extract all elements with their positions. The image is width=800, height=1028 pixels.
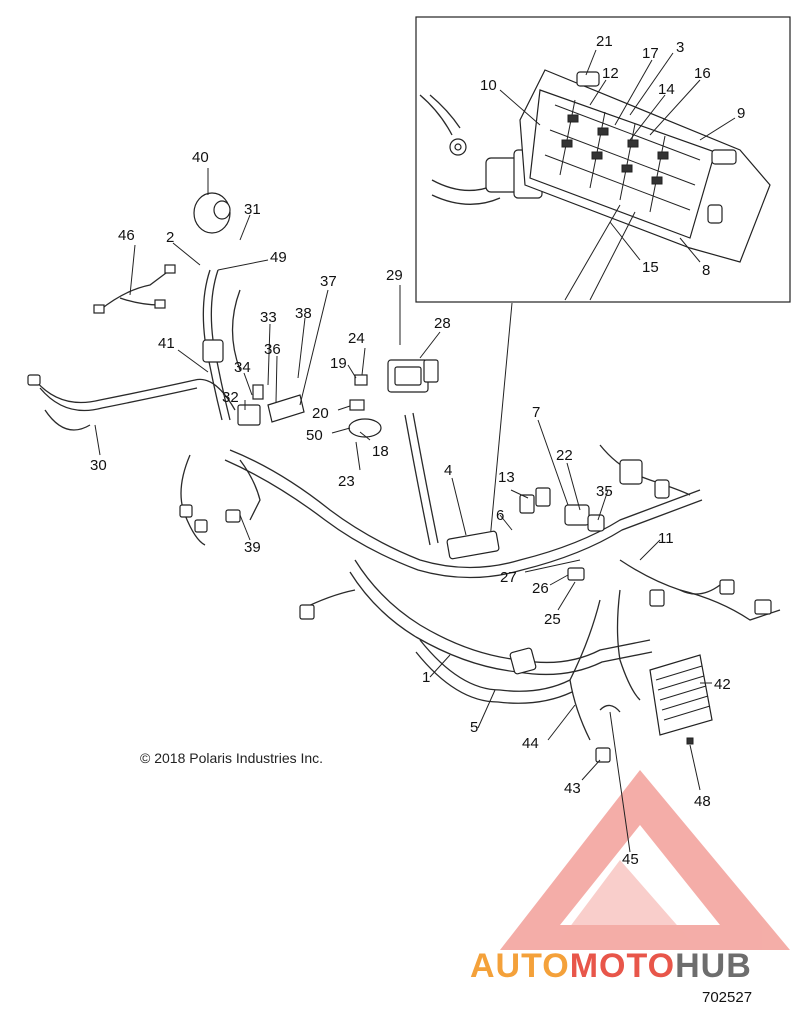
watermark-logo [500,770,790,950]
callout-18: 18 [372,443,389,460]
callout-5: 5 [470,719,478,736]
callout-40: 40 [192,149,209,166]
watermark-triangle [500,770,790,950]
callout-12: 12 [602,65,619,82]
leader-lines [94,168,712,853]
callout-32: 32 [222,389,239,406]
part-4 [446,530,500,560]
callout-17: 17 [642,45,659,62]
part-42-regulator [649,654,713,736]
callout-36: 36 [264,341,281,358]
callout-33: 33 [260,309,277,326]
component-parts [27,192,772,763]
copyright-text: © 2018 Polaris Industries Inc. [140,750,323,766]
callout-6: 6 [496,507,504,524]
callout-37: 37 [320,273,337,290]
document-number: 702527 [702,989,752,1006]
callout-4: 4 [444,462,452,479]
callout-22: 22 [556,447,573,464]
watermark-text-auto: AUTO [470,947,570,985]
callout-27: 27 [500,569,517,586]
callout-43: 43 [564,780,581,797]
callout-7: 7 [532,404,540,421]
callout-41: 41 [158,335,175,352]
callout-1: 1 [422,669,430,686]
callout-35: 35 [596,483,613,500]
callout-34: 34 [234,359,251,376]
callout-24: 24 [348,330,365,347]
callout-29: 29 [386,267,403,284]
callout-28: 28 [434,315,451,332]
callout-9: 9 [737,105,745,122]
callout-39: 39 [244,539,261,556]
watermark-text: AUTOMOTOHUB [470,947,752,985]
callout-13: 13 [498,469,515,486]
callout-48: 48 [694,793,711,810]
callout-49: 49 [270,249,287,266]
callout-45: 45 [622,851,639,868]
callout-21: 21 [596,33,613,50]
inset-leader [489,302,513,541]
callout-38: 38 [295,305,312,322]
callout-16: 16 [694,65,711,82]
callout-44: 44 [522,735,539,752]
callout-25: 25 [544,611,561,628]
watermark-inner-triangle [560,860,690,940]
callout-14: 14 [658,81,675,98]
callout-10: 10 [480,77,497,94]
callout-20: 20 [312,405,329,422]
callout-labels: 1 2 3 4 5 6 7 8 9 10 11 12 13 14 15 16 1… [90,33,745,868]
callout-15: 15 [642,259,659,276]
callout-19: 19 [330,355,347,372]
callout-46: 46 [118,227,135,244]
callout-31: 31 [244,201,261,218]
callout-30: 30 [90,457,107,474]
callout-50: 50 [306,427,323,444]
callout-3: 3 [676,39,684,56]
watermark-text-hub: HUB [675,947,752,985]
watermark-text-moto: MOTO [570,947,675,985]
callout-23: 23 [338,473,355,490]
callout-11: 11 [658,530,674,547]
fuse-box-inset [415,16,791,303]
callout-42: 42 [714,676,731,693]
callout-8: 8 [702,262,710,279]
callout-26: 26 [532,580,549,597]
callout-2: 2 [166,229,174,246]
